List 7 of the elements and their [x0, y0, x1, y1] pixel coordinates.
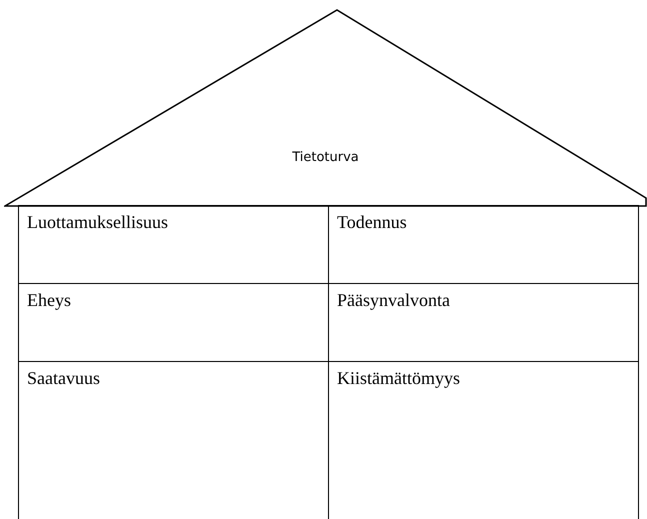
table-cell: Eheys — [18, 284, 328, 362]
table-cell: Saatavuus — [18, 362, 328, 519]
roof-triangle — [4, 8, 647, 208]
roof-title: Tietoturva — [292, 150, 359, 165]
table-cell: Todennus — [328, 206, 638, 284]
table-cell: Pääsynvalvonta — [328, 284, 638, 362]
table-cell: Luottamuksellisuus — [18, 206, 328, 284]
